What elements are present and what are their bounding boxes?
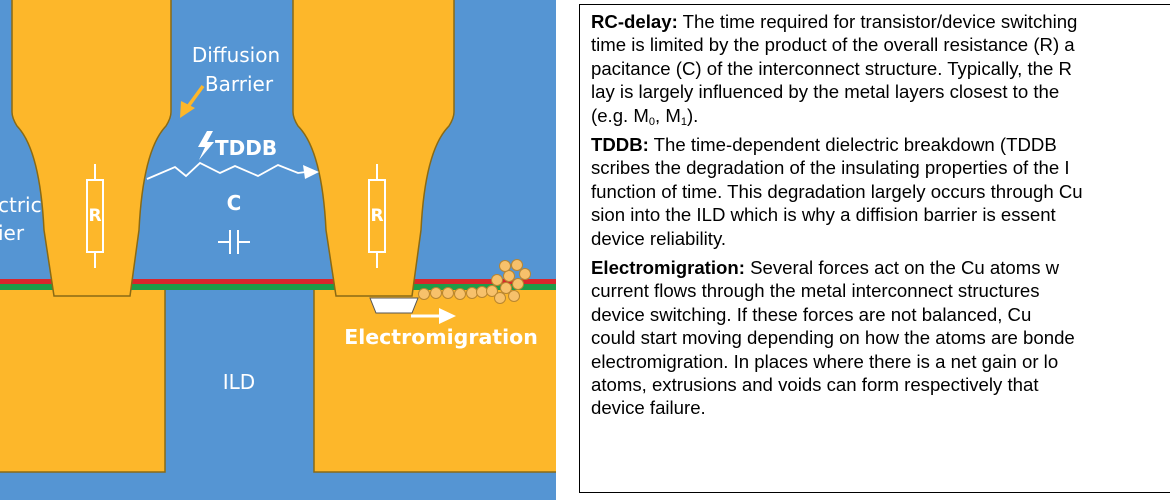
electromigration-line-1: Several forces act on the Cu atoms w — [744, 257, 1060, 278]
resistor-left-label: R — [88, 206, 101, 226]
cu-atoms — [418, 259, 531, 304]
barrier-red-stripe — [0, 279, 556, 284]
tddb-line-5: device reliability. — [591, 227, 727, 249]
diffusion-barrier-label-1: Diffusion — [192, 43, 280, 67]
rc-delay-line-1: The time required for transistor/device … — [677, 11, 1078, 32]
electromigration-line-3: device switching. If these forces are no… — [591, 303, 1032, 325]
capacitor-label: C — [227, 191, 242, 215]
interconnect-diagram: R R C Diffusion Barrier ctric ier TDDB I… — [0, 0, 556, 500]
rc-delay-line-5: (e.g. M0, M1). — [591, 104, 699, 128]
rc-delay-line-4: lay is largely influenced by the metal l… — [591, 81, 1060, 103]
electromigration-arrow — [411, 308, 456, 324]
resistor-left-symbol — [86, 164, 104, 268]
lower-metal-right — [313, 287, 556, 473]
definitions-panel: RC-delay: The time required for transist… — [579, 4, 1170, 493]
electromigration-line-7: device failure. — [591, 397, 706, 419]
tddb-arrow — [146, 161, 319, 180]
resistor-right-label: R — [370, 206, 383, 226]
rc-delay-line-2: time is limited by the product of the ov… — [591, 34, 1075, 56]
tddb-term: TDDB: — [591, 134, 649, 155]
resistor-right-symbol — [368, 164, 386, 268]
tddb-paragraph: TDDB: The time-dependent dielectric brea… — [591, 133, 1170, 250]
rc-delay-line-3: pacitance (C) of the interconnect struct… — [591, 57, 1072, 79]
void — [369, 297, 419, 314]
upper-via-right — [292, 0, 455, 297]
tddb-label: TDDB — [215, 136, 277, 160]
electromigration-label: Electromigration — [344, 325, 538, 349]
barrier-green-stripe — [0, 284, 556, 290]
tddb-line-1: The time-dependent dielectric breakdown … — [648, 134, 1057, 155]
lower-metal-left — [0, 287, 166, 473]
electromigration-paragraph: Electromigration: Several forces act on … — [591, 256, 1170, 420]
diffusion-barrier-arrow — [180, 84, 205, 118]
tddb-line-4: sion into the ILD which is why a diffisi… — [591, 204, 1056, 226]
electromigration-line-6: atoms, extrusions and voids can form res… — [591, 374, 1039, 396]
electromigration-line-5: electromigration. In places where there … — [591, 350, 1059, 372]
lightning-icon — [198, 131, 214, 160]
ild-label: ILD — [223, 370, 255, 394]
capacitor-symbol — [218, 230, 250, 254]
tddb-line-2: scribes the degradation of the insulatin… — [591, 157, 1070, 179]
dielectric-barrier-label-2: ier — [0, 221, 25, 245]
electromigration-line-2: current flows through the metal intercon… — [591, 280, 1040, 302]
tddb-line-3: function of time. This degradation large… — [591, 180, 1083, 202]
electromigration-line-4: could start moving depending on how the … — [591, 327, 1075, 349]
upper-via-left — [11, 0, 172, 297]
rc-delay-term: RC-delay: — [591, 11, 678, 32]
dielectric-barrier-label-1: ctric — [0, 193, 42, 217]
electromigration-term: Electromigration: — [591, 257, 745, 278]
diffusion-barrier-label-2: Barrier — [205, 72, 274, 96]
rc-delay-paragraph: RC-delay: The time required for transist… — [591, 10, 1170, 127]
